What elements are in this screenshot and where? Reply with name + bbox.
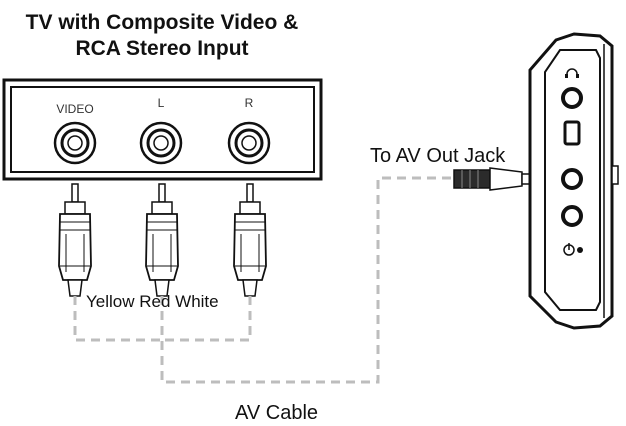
yellow-video-plug[interactable] [58,183,92,297]
red-audio-plug[interactable] [145,183,179,297]
av-out-jack[interactable] [561,168,583,190]
video-jack[interactable] [53,121,97,165]
video-jack-label: VIDEO [56,102,93,116]
plug-colors-label: Yellow Red White [86,292,219,311]
portable-player [528,32,619,330]
headphone-icon [565,68,579,78]
av-cable [73,176,456,384]
diagram-title-line2: RCA Stereo Input [75,37,248,60]
dc-in-jack[interactable] [561,205,583,227]
right-jack-label: R [245,96,254,110]
right-audio-jack[interactable] [227,121,271,165]
av-cable-label: AV Cable [235,402,318,424]
tv-input-panel: VIDEO L R [2,78,323,181]
left-jack-label: L [158,96,165,110]
usb-port[interactable] [563,120,581,146]
left-audio-jack[interactable] [139,121,183,165]
cable-left-branch [160,176,456,384]
side-tab [611,165,619,185]
av-out-jack-label: To AV Out Jack [370,145,506,167]
diagram-title-line1: TV with Composite Video & [26,11,299,34]
power-icon [563,243,583,256]
white-audio-plug[interactable] [233,183,267,297]
headphone-jack[interactable] [561,87,583,109]
